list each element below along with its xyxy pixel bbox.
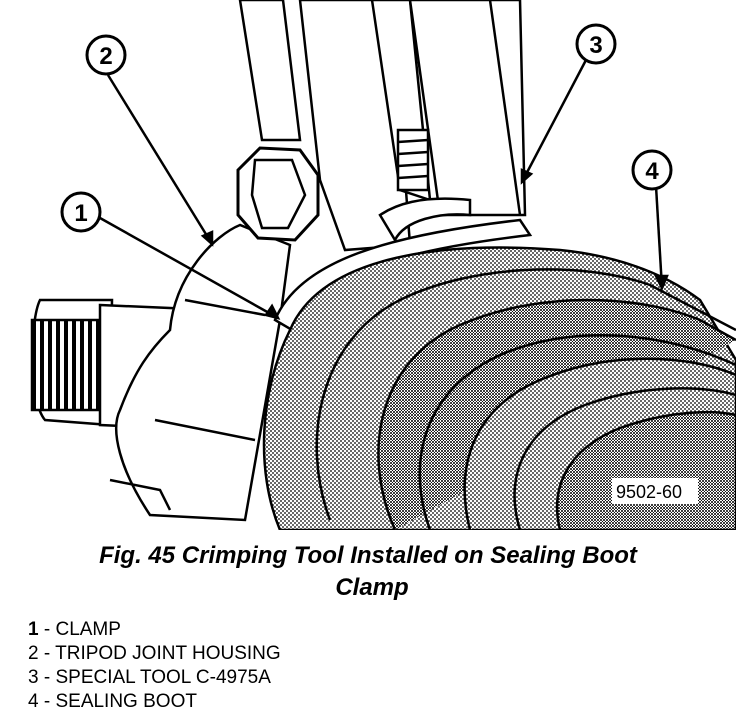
legend-separator: -: [38, 691, 56, 712]
callout-1: 1: [60, 191, 102, 233]
callout-4: 4: [631, 149, 673, 191]
legend-separator: -: [38, 643, 56, 664]
legend-text: SPECIAL TOOL C-4975A: [55, 667, 271, 688]
legend-item: 4 - SEALING BOOT: [28, 690, 281, 714]
parts-legend: 1 - CLAMP 2 - TRIPOD JOINT HOUSING 3 - S…: [28, 618, 281, 714]
leader-4: [654, 185, 664, 289]
leader-3: [520, 59, 588, 183]
svg-text:1: 1: [74, 200, 87, 227]
leader-lines: [99, 59, 669, 320]
legend-text: TRIPOD JOINT HOUSING: [55, 643, 281, 664]
sealing-boot: [262, 246, 736, 530]
special-tool: [236, 0, 527, 252]
caption-line-2: Clamp: [335, 574, 409, 601]
legend-number: 4: [28, 691, 39, 712]
technical-illustration: 1 2 3 4 9502-60: [30, 0, 736, 530]
legend-item: 3 - SPECIAL TOOL C-4975A: [28, 666, 281, 690]
figure-code: 9502-60: [616, 482, 682, 502]
svg-text:3: 3: [589, 32, 602, 59]
legend-number: 2: [28, 643, 39, 664]
legend-number: 3: [28, 667, 39, 688]
legend-item: 1 - CLAMP: [28, 618, 281, 642]
legend-separator: -: [38, 619, 56, 640]
legend-text: SEALING BOOT: [55, 691, 197, 712]
legend-item: 2 - TRIPOD JOINT HOUSING: [28, 642, 281, 666]
caption-line-1: Fig. 45 Crimping Tool Installed on Seali…: [99, 542, 637, 569]
legend-text: CLAMP: [55, 619, 121, 640]
leader-2: [106, 74, 214, 245]
leader-1: [99, 216, 279, 320]
threaded-stud: [396, 128, 430, 192]
svg-text:2: 2: [99, 43, 112, 70]
callout-3: 3: [575, 23, 617, 65]
svg-text:4: 4: [645, 158, 659, 185]
callout-2: 2: [85, 34, 127, 76]
tripod-joint-housing: [109, 223, 292, 522]
figure-caption: Fig. 45 Crimping Tool Installed on Seali…: [0, 540, 736, 604]
legend-separator: -: [38, 667, 56, 688]
legend-number: 1: [28, 619, 39, 640]
